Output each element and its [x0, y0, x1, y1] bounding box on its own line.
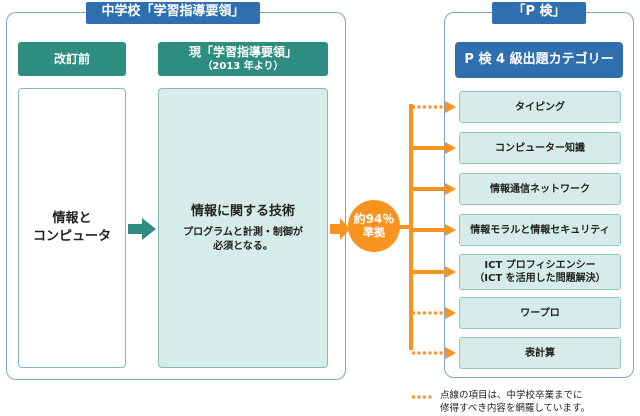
current-guideline-box: 情報に関する技術 プログラムと計測・制御が 必須となる。: [158, 88, 328, 368]
category-label: 情報通信ネットワーク: [490, 183, 590, 195]
category-item: 情報モラルと情報セキュリティ: [459, 214, 621, 246]
branch-arrowhead: [445, 266, 456, 278]
current-guideline-year: （2013 年より）: [202, 61, 284, 72]
category-label: 表計算: [525, 347, 555, 359]
orange-arrow-to-badge: [330, 218, 350, 240]
before-revision-header: 改訂前: [18, 42, 126, 76]
before-revision-label: 改訂前: [53, 51, 90, 66]
teal-arrow: [128, 218, 156, 240]
category-header: P 検 4 級出題カテゴリー: [455, 42, 623, 78]
category-label: （ICT を活用した問題解決）: [474, 273, 606, 284]
compliance-badge: 約94％ 準拠: [348, 200, 400, 252]
category-item: コンピューター知識: [459, 132, 621, 164]
category-label: ICT プロフィシエンシー: [484, 260, 596, 271]
compliance-label: 準拠: [363, 226, 385, 239]
before-revision-text-2: コンピュータ: [32, 229, 111, 244]
p-kentei-tab: 「P 検」: [492, 2, 586, 24]
current-guideline-title: 現「学習指導要領」: [188, 45, 297, 59]
branch-arrowhead: [445, 142, 456, 154]
branch-arrowhead: [445, 183, 456, 195]
category-item: 表計算: [459, 337, 621, 369]
legend-note: 点線の項目は、中学校卒業までに 修得すべき内容を網羅しています。: [440, 389, 640, 415]
current-guideline-note-1: プログラムと計測・制御が: [183, 227, 303, 238]
before-revision-box: 情報と コンピュータ: [18, 88, 126, 368]
school-curriculum-tab: 中学校「学習指導要領」: [86, 2, 260, 24]
category-label: ワープロ: [520, 307, 560, 319]
category-item: タイピング: [459, 91, 621, 123]
branch-arrowhead: [445, 307, 456, 319]
category-label: コンピューター知識: [495, 142, 585, 154]
branch-arrowhead: [445, 101, 456, 113]
legend-note-line-1: 点線の項目は、中学校卒業までに: [440, 390, 583, 401]
current-guideline-header: 現「学習指導要領」 （2013 年より）: [158, 42, 328, 76]
current-guideline-topic: 情報に関する技術: [190, 204, 295, 219]
branch-arrowhead: [445, 224, 456, 236]
category-label: 情報モラルと情報セキュリティ: [470, 224, 610, 236]
category-label: タイピング: [515, 101, 565, 113]
branch-arrowhead: [445, 347, 456, 359]
category-item: 情報通信ネットワーク: [459, 173, 621, 205]
current-guideline-note-2: 必須となる。: [213, 241, 273, 252]
compliance-percentage: 約94％: [353, 212, 395, 226]
category-item: ワープロ: [459, 297, 621, 329]
before-revision-text-1: 情報と: [52, 211, 92, 226]
category-item: ICT プロフィシエンシー （ICT を活用した問題解決）: [459, 254, 621, 290]
legend-note-line-2: 修得すべき内容を網羅しています。: [440, 403, 591, 414]
